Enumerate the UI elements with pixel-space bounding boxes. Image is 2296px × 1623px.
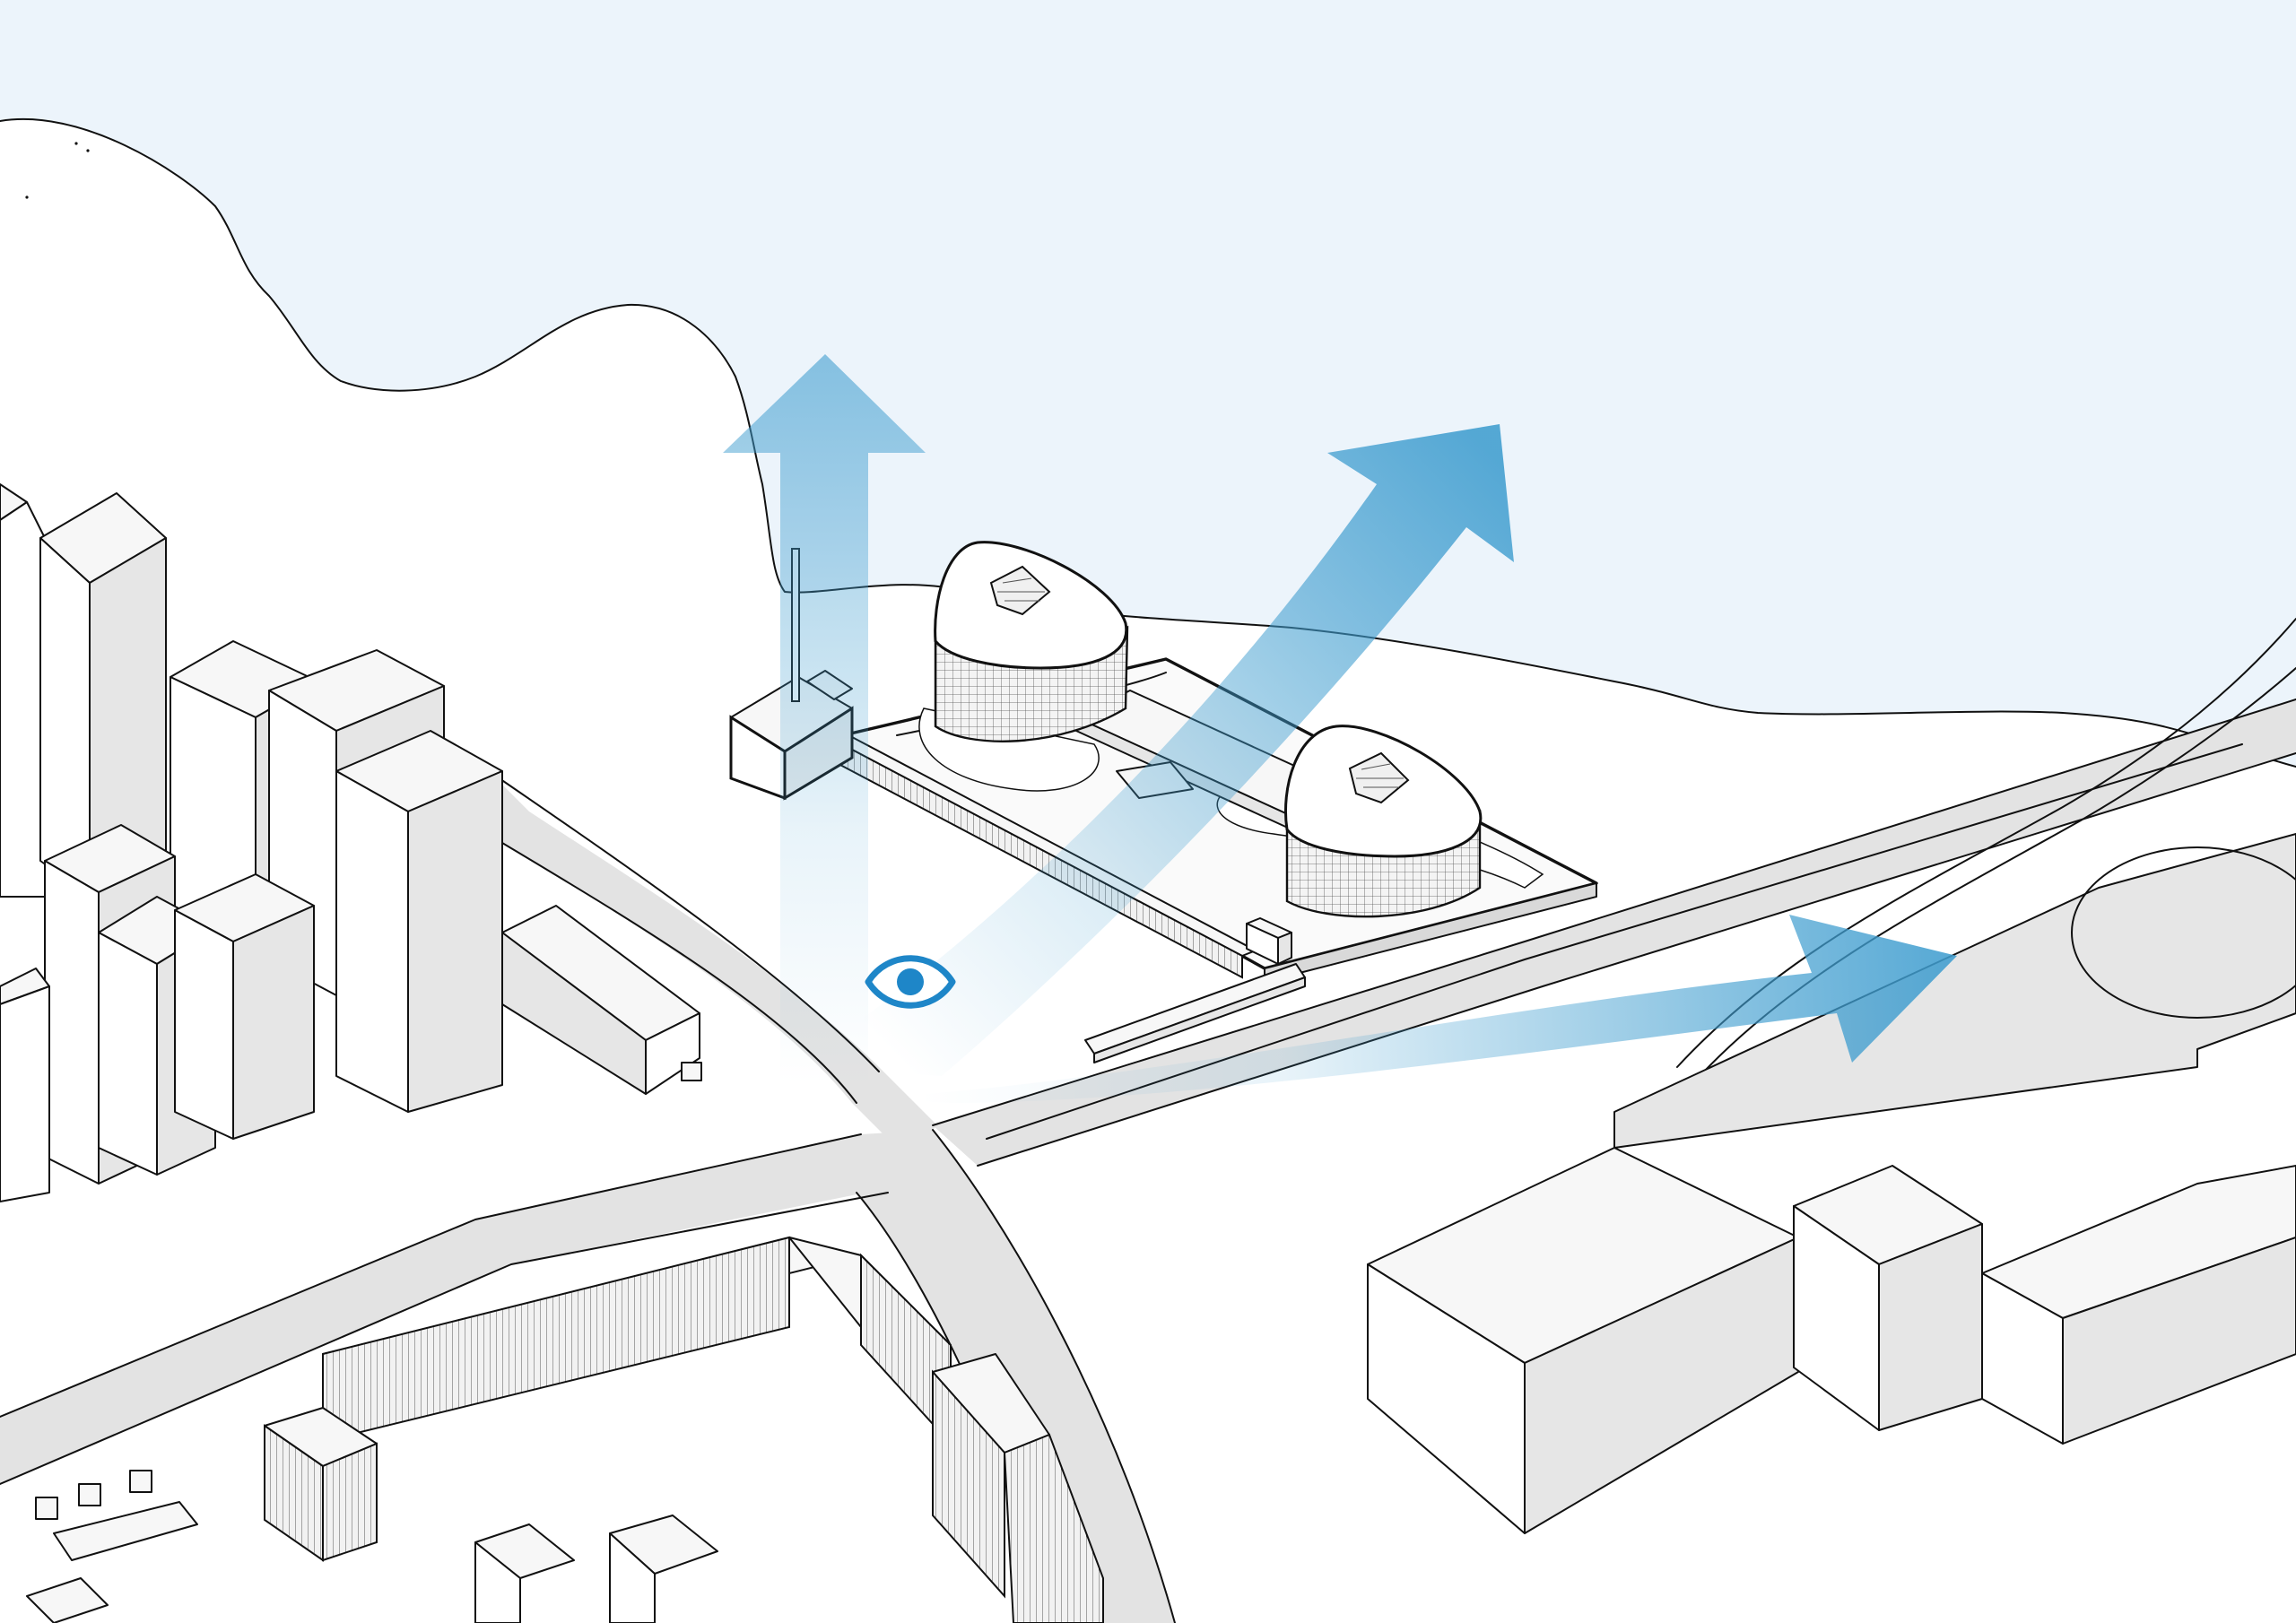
tower-west-9 <box>174 873 315 1140</box>
small-pavilion <box>1246 917 1292 965</box>
eye-icon <box>865 955 956 1009</box>
small-kiosks <box>35 1062 702 1561</box>
tower-west-2 <box>39 492 167 898</box>
road-south <box>857 1130 1175 1623</box>
tower-left <box>934 541 1129 742</box>
east-block-a <box>1367 1147 1799 1534</box>
road-south-west <box>0 1134 906 1484</box>
low-block-west <box>501 905 700 1095</box>
tower-west-8 <box>0 968 50 1202</box>
east-block-c <box>1981 1165 2296 1445</box>
boardwalk-ramp <box>1084 963 1306 1063</box>
view-arrow-east <box>861 915 1957 1103</box>
tower-west-5 <box>335 730 503 1113</box>
east-plaza <box>1613 833 2296 1149</box>
view-arrow-up <box>723 354 926 1089</box>
tower-right <box>1283 725 1483 918</box>
residential-lowrise <box>26 1515 718 1623</box>
stadium-outline <box>2071 846 2296 1019</box>
east-block-b <box>1793 1165 1983 1431</box>
view-arrow-northeast <box>789 424 1514 1076</box>
residential-row-south <box>264 1236 1104 1623</box>
tower-west-1 <box>0 483 46 898</box>
